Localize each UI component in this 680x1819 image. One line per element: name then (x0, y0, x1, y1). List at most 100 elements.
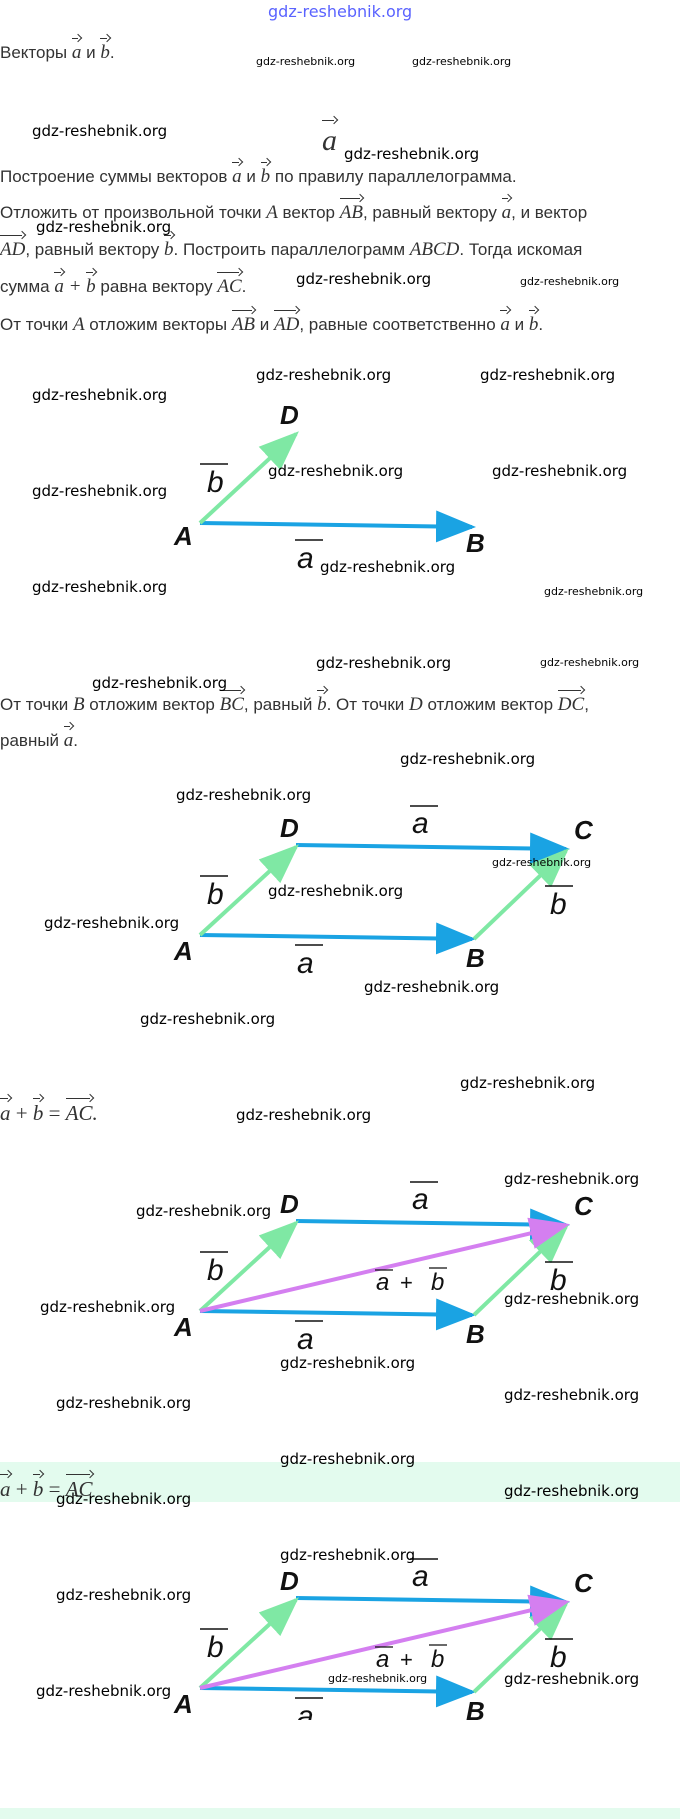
watermark: gdz-reshebnik.org (268, 2, 413, 21)
vector-b-label: b (207, 466, 224, 499)
watermark: gdz-reshebnik.org (280, 1354, 416, 1372)
vector-a-label-bottom: a (297, 1323, 314, 1350)
text-line-step3: сумма a + b равна вектору AC. (0, 268, 246, 298)
watermark: gdz-reshebnik.org (280, 1450, 416, 1468)
vector-ad-arrow (198, 844, 299, 937)
watermark: gdz-reshebnik.org (32, 386, 168, 404)
point-d-label: D (280, 1566, 299, 1596)
watermark: gdz-reshebnik.org (492, 462, 628, 480)
svg-text:+: + (400, 1270, 413, 1295)
watermark: gdz-reshebnik.org (296, 270, 432, 288)
vector-bc-arrow (472, 848, 569, 941)
point-a-label: A (173, 1312, 193, 1342)
diagram-vectors-ab-ad: A B D b a (173, 400, 485, 570)
watermark: gdz-reshebnik.org (540, 656, 640, 669)
point-c-label: C (574, 815, 594, 845)
point-b-label: B (466, 1696, 485, 1720)
watermark: gdz-reshebnik.org (492, 856, 592, 869)
diagram-parallelogram-sum: A B C D b b a a a + b (173, 1181, 594, 1350)
point-a-label: A (173, 1689, 193, 1719)
watermark: gdz-reshebnik.org (40, 1298, 176, 1316)
vector-a-label-bottom: a (297, 947, 314, 980)
vector-b-label-right: b (550, 1641, 567, 1674)
vector-a-label-top: a (412, 1560, 429, 1593)
vector-b-label: b (207, 878, 224, 911)
vector-dc-arrow (295, 1585, 570, 1618)
watermark: gdz-reshebnik.org (320, 558, 456, 576)
watermark: gdz-reshebnik.org (32, 578, 168, 596)
vector-ac-sum-arrow (199, 1217, 570, 1313)
point-b-label: B (466, 1319, 485, 1349)
point-d-label: D (280, 1189, 299, 1219)
watermark: gdz-reshebnik.org (56, 1490, 192, 1508)
point-a-label: A (173, 521, 193, 551)
bottom-highlight (0, 1808, 680, 1819)
vector-ab-arrow (199, 922, 476, 955)
watermark: gdz-reshebnik.org (328, 1672, 428, 1685)
watermark: gdz-reshebnik.org (504, 1670, 640, 1688)
watermark: gdz-reshebnik.org (256, 366, 392, 384)
watermark: gdz-reshebnik.org (504, 1482, 640, 1500)
watermark: gdz-reshebnik.org (136, 1202, 272, 1220)
vector-b-label-right: b (550, 888, 567, 921)
watermark: gdz-reshebnik.org (32, 482, 168, 500)
watermark: gdz-reshebnik.org (364, 978, 500, 996)
vector-b-label: b (207, 1254, 224, 1287)
vector-a-label-top: a (412, 807, 429, 840)
watermark: gdz-reshebnik.org (412, 55, 512, 68)
watermark: gdz-reshebnik.org (504, 1290, 640, 1308)
vector-ad-arrow (198, 1220, 299, 1313)
text-line-step1: Отложить от произвольной точки A вектор … (0, 194, 587, 224)
watermark: gdz-reshebnik.org (316, 654, 452, 672)
watermark: gdz-reshebnik.org (504, 1170, 640, 1188)
watermark: gdz-reshebnik.org (36, 218, 172, 236)
vector-ad-arrow (198, 431, 299, 525)
watermark: gdz-reshebnik.org (400, 750, 536, 768)
text-line-step2: AD, равный вектору b. Построить параллел… (0, 231, 582, 261)
watermark: gdz-reshebnik.org (56, 1394, 192, 1412)
watermark: gdz-reshebnik.org (504, 1386, 640, 1404)
svg-text:a: a (376, 1269, 389, 1296)
vector-ac-sum-arrow (199, 1594, 570, 1690)
point-d-label: D (280, 400, 299, 430)
watermark: gdz-reshebnik.org (344, 145, 480, 163)
text-line-construction: Построение суммы векторов a и b по прави… (0, 158, 517, 188)
watermark: gdz-reshebnik.org (32, 122, 168, 140)
sum-label: a + b (375, 1644, 447, 1673)
watermark: gdz-reshebnik.org (544, 585, 644, 598)
vector-ab-arrow (199, 1675, 476, 1708)
svg-text:+: + (400, 1647, 413, 1672)
formula-answer: a + b = AC (0, 1470, 93, 1500)
formula-sum: a + b = AC. (0, 1094, 98, 1124)
watermark: gdz-reshebnik.org (176, 786, 312, 804)
svg-text:b: b (431, 1646, 444, 1673)
text-line-vectors: Векторы a и b. (0, 34, 115, 64)
point-b-label: B (466, 528, 485, 558)
watermark: gdz-reshebnik.org (280, 1546, 416, 1564)
watermark: gdz-reshebnik.org (480, 366, 616, 384)
text-line-step4: От точки A отложим векторы AB и AD, равн… (0, 306, 543, 336)
point-c-label: C (574, 1568, 594, 1598)
vector-dc-arrow (295, 1208, 570, 1241)
answer-highlight (0, 1462, 680, 1502)
vector-b-label: b (207, 1631, 224, 1664)
vector-dc-arrow (295, 832, 570, 865)
point-d-label: D (280, 813, 299, 843)
sum-label: a + b (375, 1267, 447, 1296)
point-c-label: C (574, 1191, 594, 1221)
diagram-parallelogram-answer: A B C D b b a a a + b (173, 1558, 594, 1720)
svg-text:b: b (431, 1269, 444, 1296)
watermark: gdz-reshebnik.org (140, 1010, 276, 1028)
watermark: gdz-reshebnik.org (256, 55, 356, 68)
vector-a-label-bottom: a (297, 1700, 314, 1720)
vector-ab-arrow (199, 510, 476, 543)
diagram-parallelogram: A B C D b b a a (173, 805, 594, 980)
watermark: gdz-reshebnik.org (268, 882, 404, 900)
text-line-step5: От точки B отложим вектор BC, равный b. … (0, 686, 589, 716)
vector-b-label-right: b (550, 1264, 567, 1297)
text-line-step6: равный a. (0, 722, 78, 752)
vector-ab-arrow (199, 1298, 476, 1331)
watermark: gdz-reshebnik.org (56, 1586, 192, 1604)
vector-a-label-top: a (412, 1183, 429, 1216)
watermark: gdz-reshebnik.org (520, 275, 620, 288)
